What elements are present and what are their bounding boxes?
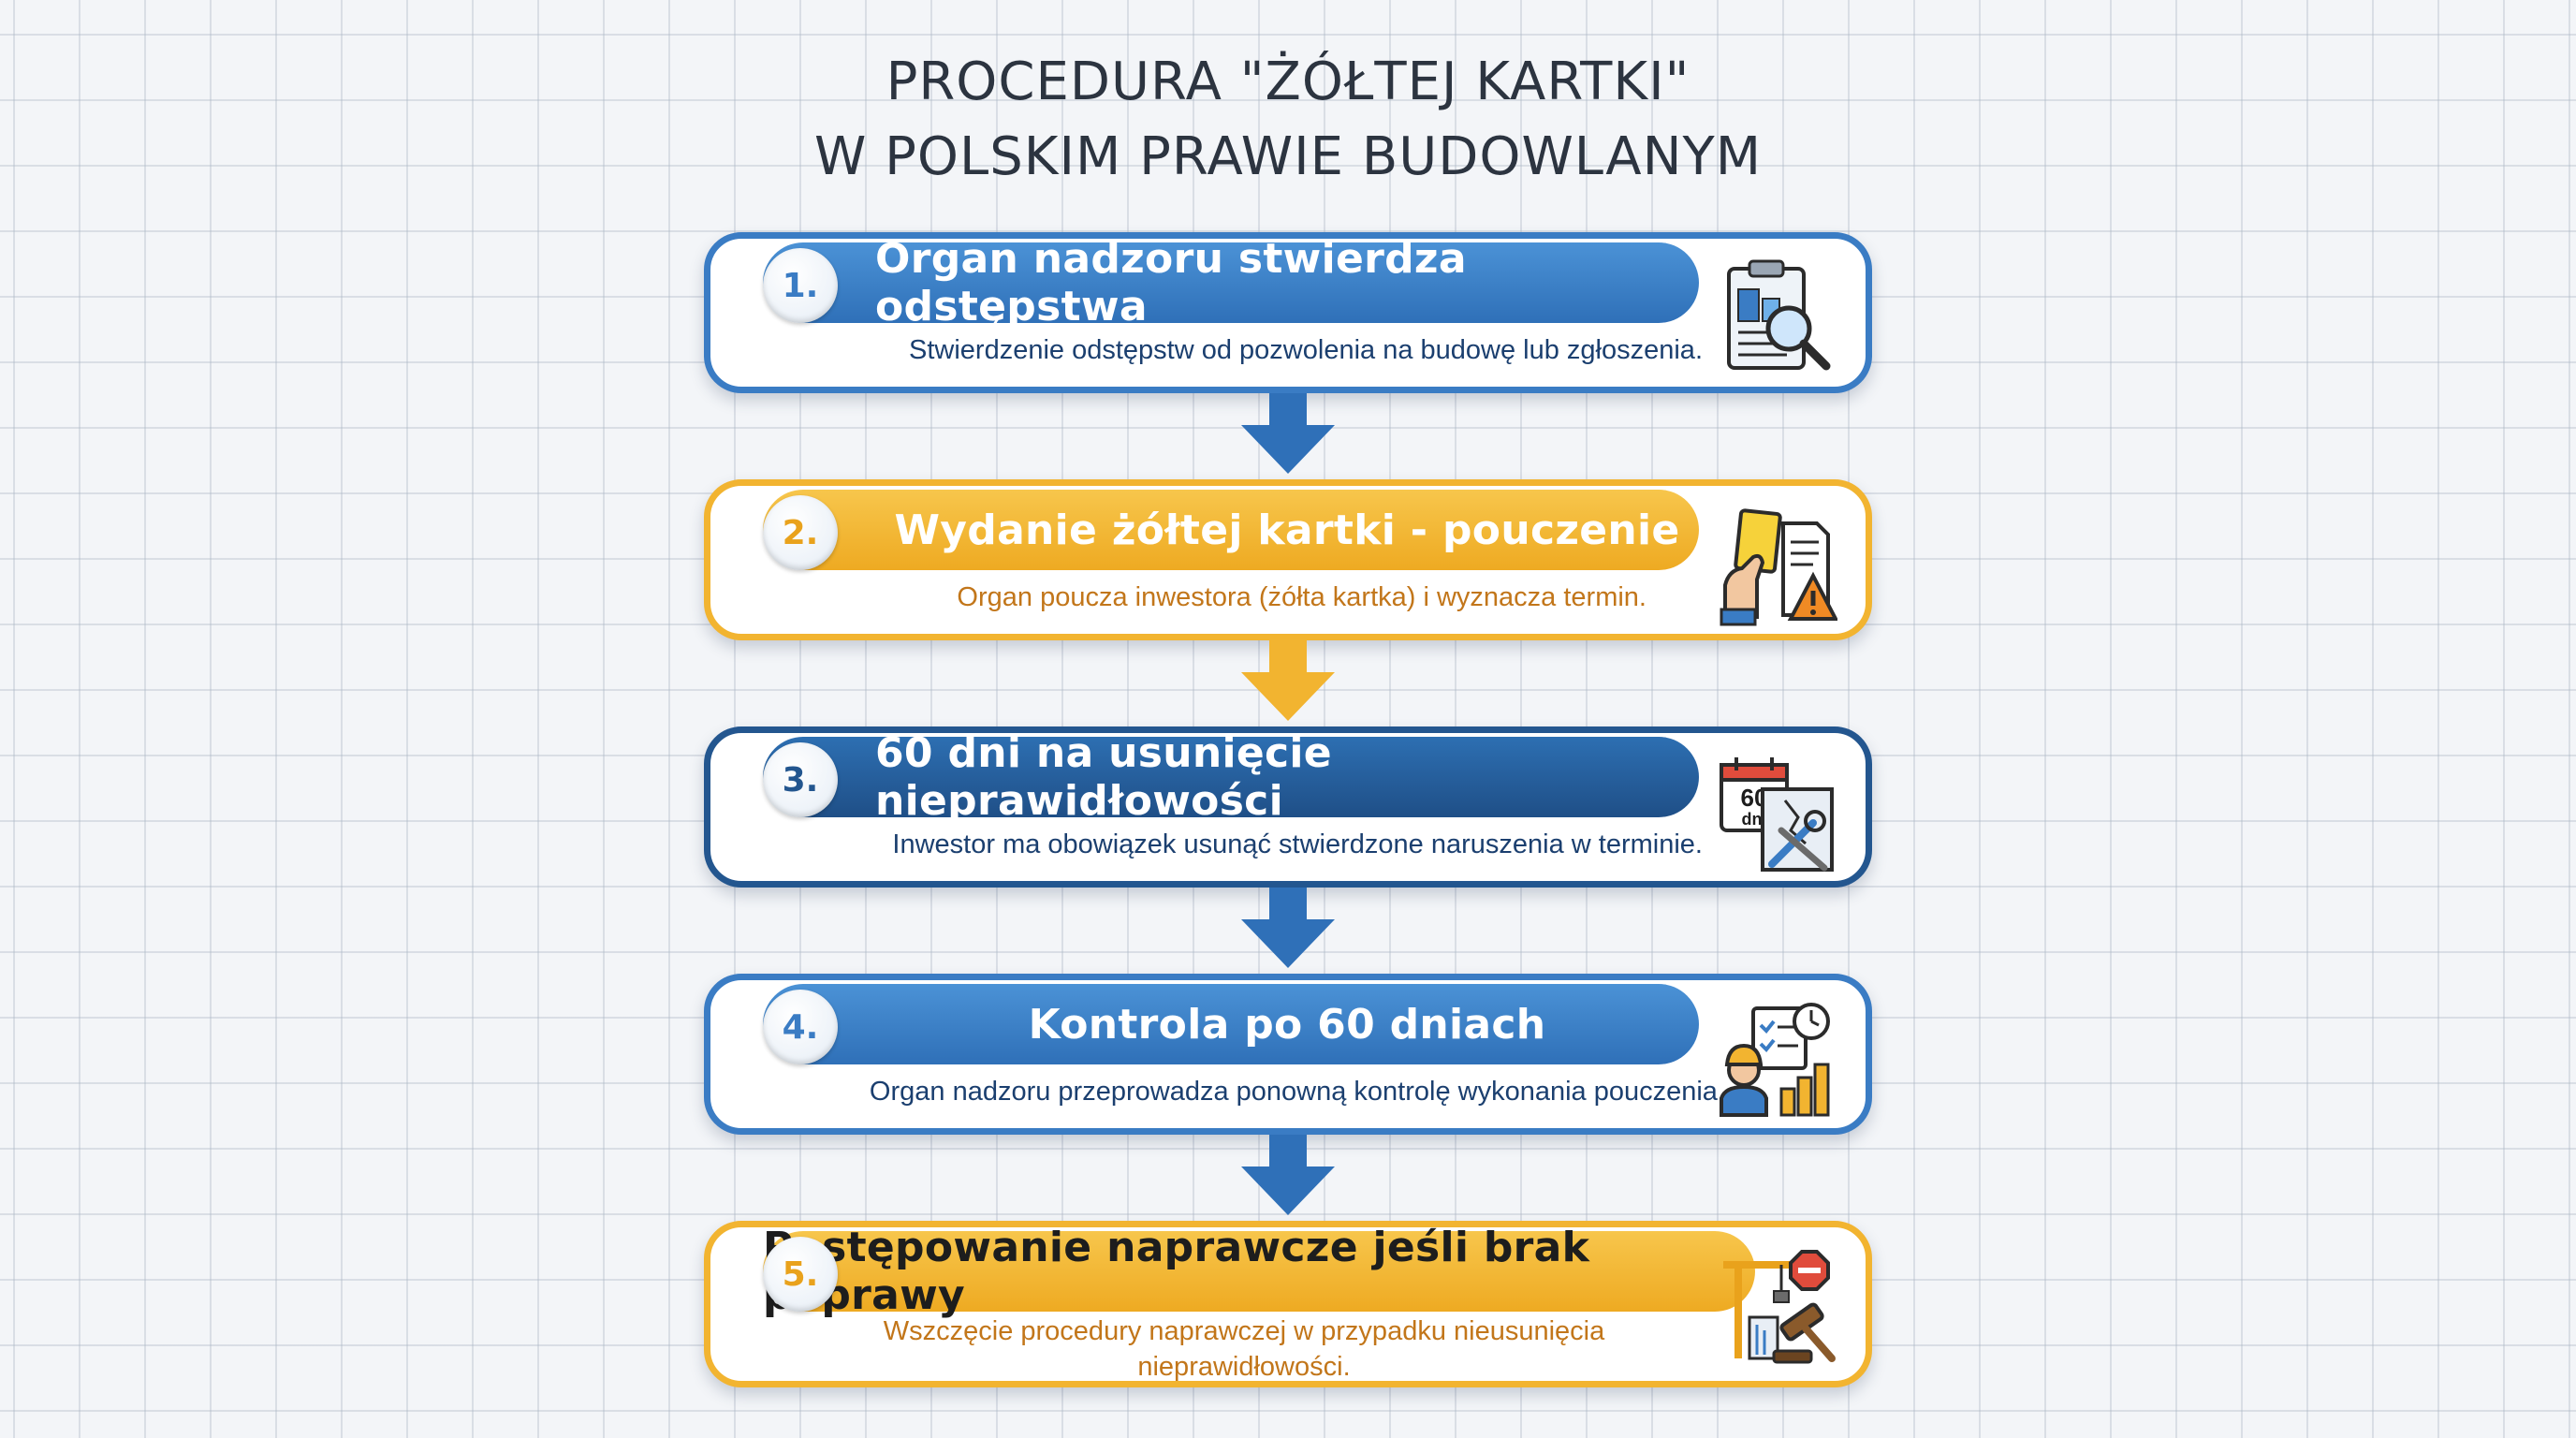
- step-1-heading: Organ nadzoru stwierdza odstępstwa: [875, 235, 1467, 330]
- step-4-card: Kontrola po 60 dniach 4. Organ nadzoru p…: [704, 974, 1872, 1135]
- step-3-card: 60 dni na usunięcie nieprawidłowości 3. …: [704, 726, 1872, 888]
- step-1-heading-pill: Organ nadzoru stwierdza odstępstwa: [763, 235, 1699, 330]
- inspector-checklist-icon: [1720, 1003, 1830, 1117]
- step-3-heading: 60 dni na usunięcie nieprawidłowości: [875, 729, 1332, 825]
- step-5-card: Postępowanie naprawcze jeśli brak popraw…: [704, 1221, 1872, 1387]
- step-5-description: Wszczęcie procedury naprawczej w przypad…: [823, 1313, 1665, 1385]
- step-5-number: 5.: [763, 1237, 838, 1312]
- step-2-card: Wydanie żółtej kartki - pouczenie 2. Org…: [704, 479, 1872, 640]
- title-line-2: W POLSKIM PRAWIE BUDOWLANYM: [813, 126, 1763, 187]
- step-1-number: 1.: [763, 248, 838, 323]
- step-3-description: Inwestor ma obowiązek usunąć stwierdzone…: [892, 829, 1703, 859]
- calendar-60-days-repair-icon: 60 dni: [1720, 757, 1834, 872]
- step-5-description-line-2: nieprawidłowości.: [1137, 1352, 1351, 1382]
- step-1-card: Organ nadzoru stwierdza odstępstwa 1. St…: [704, 232, 1872, 393]
- page-title: PROCEDURA "ŻÓŁTEJ KARTKI" W POLSKIM PRAW…: [0, 45, 2576, 195]
- step-3-number: 3.: [763, 742, 838, 817]
- step-5-heading: Postępowanie naprawcze jeśli brak popraw…: [763, 1224, 1590, 1319]
- step-2-number: 2.: [763, 495, 838, 570]
- step-4-description: Organ nadzoru przeprowadza ponowną kontr…: [869, 1077, 1725, 1107]
- clipboard-magnifier-icon: [1727, 259, 1831, 371]
- step-4-heading: Kontrola po 60 dniach: [1028, 1000, 1546, 1049]
- step-2-heading: Wydanie żółtej kartki - pouczenie: [894, 506, 1680, 554]
- crane-stop-gavel-icon: [1723, 1250, 1836, 1364]
- flow-arrow-4: [1241, 1135, 1335, 1215]
- step-5-heading-pill: Postępowanie naprawcze jeśli brak popraw…: [763, 1224, 1755, 1319]
- calendar-days-unit: dni: [1742, 810, 1767, 829]
- flow-arrow-3: [1241, 888, 1335, 968]
- step-1-description: Stwierdzenie odstępstw od pozwolenia na …: [909, 335, 1703, 365]
- step-3-heading-pill: 60 dni na usunięcie nieprawidłowości: [763, 729, 1699, 825]
- yellow-card-warning-icon: [1720, 508, 1837, 626]
- step-5-description-line-1: Wszczęcie procedury naprawczej w przypad…: [883, 1316, 1605, 1346]
- step-4-heading-pill: Kontrola po 60 dniach: [763, 984, 1699, 1064]
- step-2-description: Organ poucza inwestora (żółta kartka) i …: [957, 582, 1647, 612]
- step-4-number: 4.: [763, 990, 838, 1064]
- flow-arrow-2: [1241, 640, 1335, 721]
- step-2-heading-pill: Wydanie żółtej kartki - pouczenie: [763, 490, 1699, 570]
- title-line-1: PROCEDURA "ŻÓŁTEJ KARTKI": [886, 51, 1690, 112]
- flow-arrow-1: [1241, 393, 1335, 474]
